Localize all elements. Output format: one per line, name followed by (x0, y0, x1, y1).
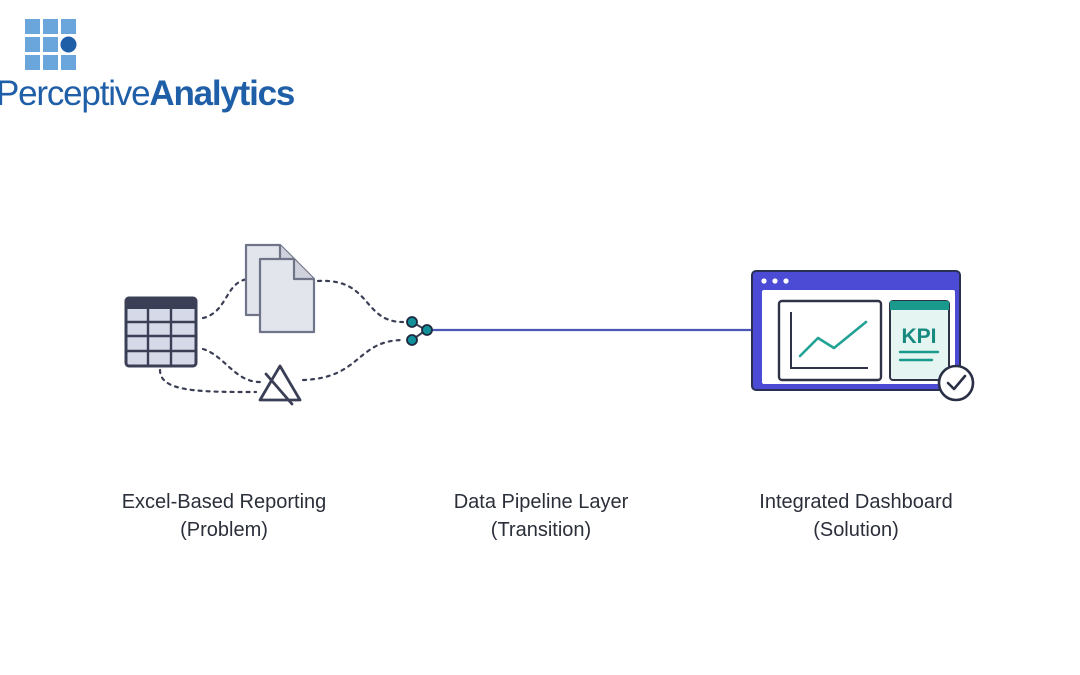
kpi-label: KPI (901, 325, 936, 348)
warning-icon (258, 364, 302, 406)
connector-warning-to-node (301, 338, 406, 382)
chart-trend-line (798, 320, 868, 358)
stage-subtitle: (Transition) (490, 519, 592, 541)
stage-caption-problem: Excel-Based Reporting (Problem) (64, 488, 384, 544)
dashed-connectors (158, 277, 406, 394)
stage-subtitle: (Solution) (813, 519, 899, 541)
connector-spreadsheet-to-docs (201, 277, 250, 320)
connector-spreadsheet-to-warning (201, 347, 262, 384)
chart-panel (777, 299, 883, 382)
documents-icon (244, 243, 316, 334)
perceptive-analytics-logo: PerceptiveAnalytics (0, 14, 295, 114)
connector-spreadsheet-bottom (158, 368, 258, 394)
stage-title: Integrated Dashboard (759, 491, 953, 513)
pipeline-node-icon (406, 316, 433, 346)
stage-subtitle: (Problem) (180, 519, 268, 541)
logo-wordmark-part2: Analytics (149, 74, 295, 113)
dashboard-icon: KPI (751, 270, 961, 391)
chart-axis (790, 312, 868, 369)
stage-caption-transition: Data Pipeline Layer (Transition) (381, 488, 701, 544)
check-circle-icon (937, 364, 975, 402)
stage-title: Excel-Based Reporting (121, 491, 327, 513)
logo-wordmark-part1: Perceptive (0, 74, 151, 113)
stage-caption-solution: Integrated Dashboard (Solution) (696, 488, 1016, 544)
logo-grid-icon (25, 19, 77, 70)
connector-docs-to-node (316, 279, 405, 324)
stage-title: Data Pipeline Layer (453, 491, 629, 513)
logo-wordmark: PerceptiveAnalytics (0, 74, 295, 113)
spreadsheet-icon (124, 296, 198, 368)
